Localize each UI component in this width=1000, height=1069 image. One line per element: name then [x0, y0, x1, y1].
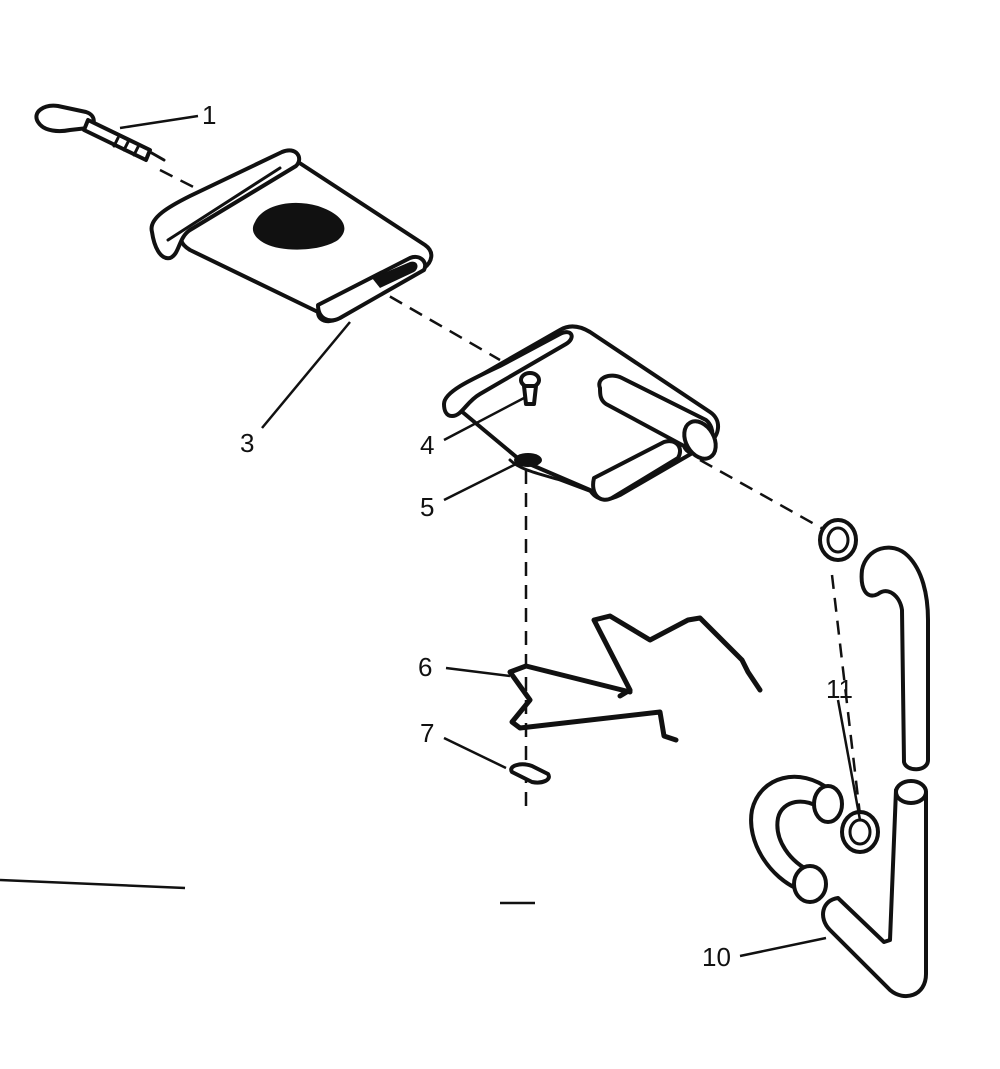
leader-3	[261, 321, 351, 429]
baseline-stroke	[0, 878, 186, 890]
bracket-housing	[442, 324, 720, 502]
washer-part-5	[514, 453, 542, 467]
screw-thread	[112, 136, 166, 162]
callout-5: 5	[420, 492, 434, 522]
leader-4	[443, 396, 525, 442]
bracket-lower-spout	[591, 439, 683, 502]
clamp-lower-ring	[840, 810, 880, 854]
leader-11	[836, 699, 862, 821]
bracket-outlet-end	[682, 419, 718, 461]
bracket-flange	[442, 330, 574, 418]
callout-6: 6	[418, 652, 432, 682]
screw-head	[34, 103, 96, 133]
screw-4-shank	[522, 384, 538, 406]
housing-part-3	[149, 148, 434, 324]
leader-1	[119, 114, 199, 130]
assembly-line-housing-to-bracket	[369, 283, 501, 362]
callout-1: 1	[202, 100, 216, 130]
upper-hose-body	[859, 545, 930, 772]
callout-7: 7	[420, 718, 434, 748]
leader-10	[739, 936, 827, 958]
housing-label-patch	[252, 202, 345, 250]
clip-7-body	[509, 762, 551, 785]
callouts: 1 3 4 5 6 7 10 11	[202, 100, 853, 972]
callout-11: 11	[826, 674, 853, 704]
lower-hose-top-end	[894, 779, 928, 805]
clip-part-7	[509, 762, 551, 785]
lower-hose-end-b	[792, 864, 828, 904]
wire-spring-lower	[507, 663, 679, 743]
hose-clamp-part-11-upper	[818, 518, 858, 562]
leader-7	[443, 736, 507, 770]
bracket-base-lip	[508, 458, 594, 494]
lower-hose-end-a	[812, 784, 844, 824]
wire-spring-upper	[591, 613, 763, 699]
callout-4: 4	[420, 430, 434, 460]
clamp-upper-ring	[818, 518, 858, 562]
leader-5	[443, 460, 521, 502]
screw-part-4	[519, 371, 541, 406]
clamp-upper-inner	[826, 526, 850, 554]
housing-flange-inner	[166, 166, 282, 242]
callout-10: 10	[702, 942, 731, 972]
callout-3: 3	[240, 428, 254, 458]
screw-part-1	[34, 103, 166, 162]
assembly-line-bracket-to-clamp	[699, 458, 826, 532]
wire-spring-part-6	[507, 613, 763, 743]
upper-hose	[859, 545, 930, 772]
lower-hose-part-10	[749, 774, 928, 999]
leader-lines	[119, 114, 862, 958]
leader-6	[445, 666, 511, 678]
washer-5-body	[514, 453, 542, 467]
assembly-line-clamp-to-clamp	[830, 574, 862, 816]
housing-spout-shadow	[372, 261, 418, 288]
